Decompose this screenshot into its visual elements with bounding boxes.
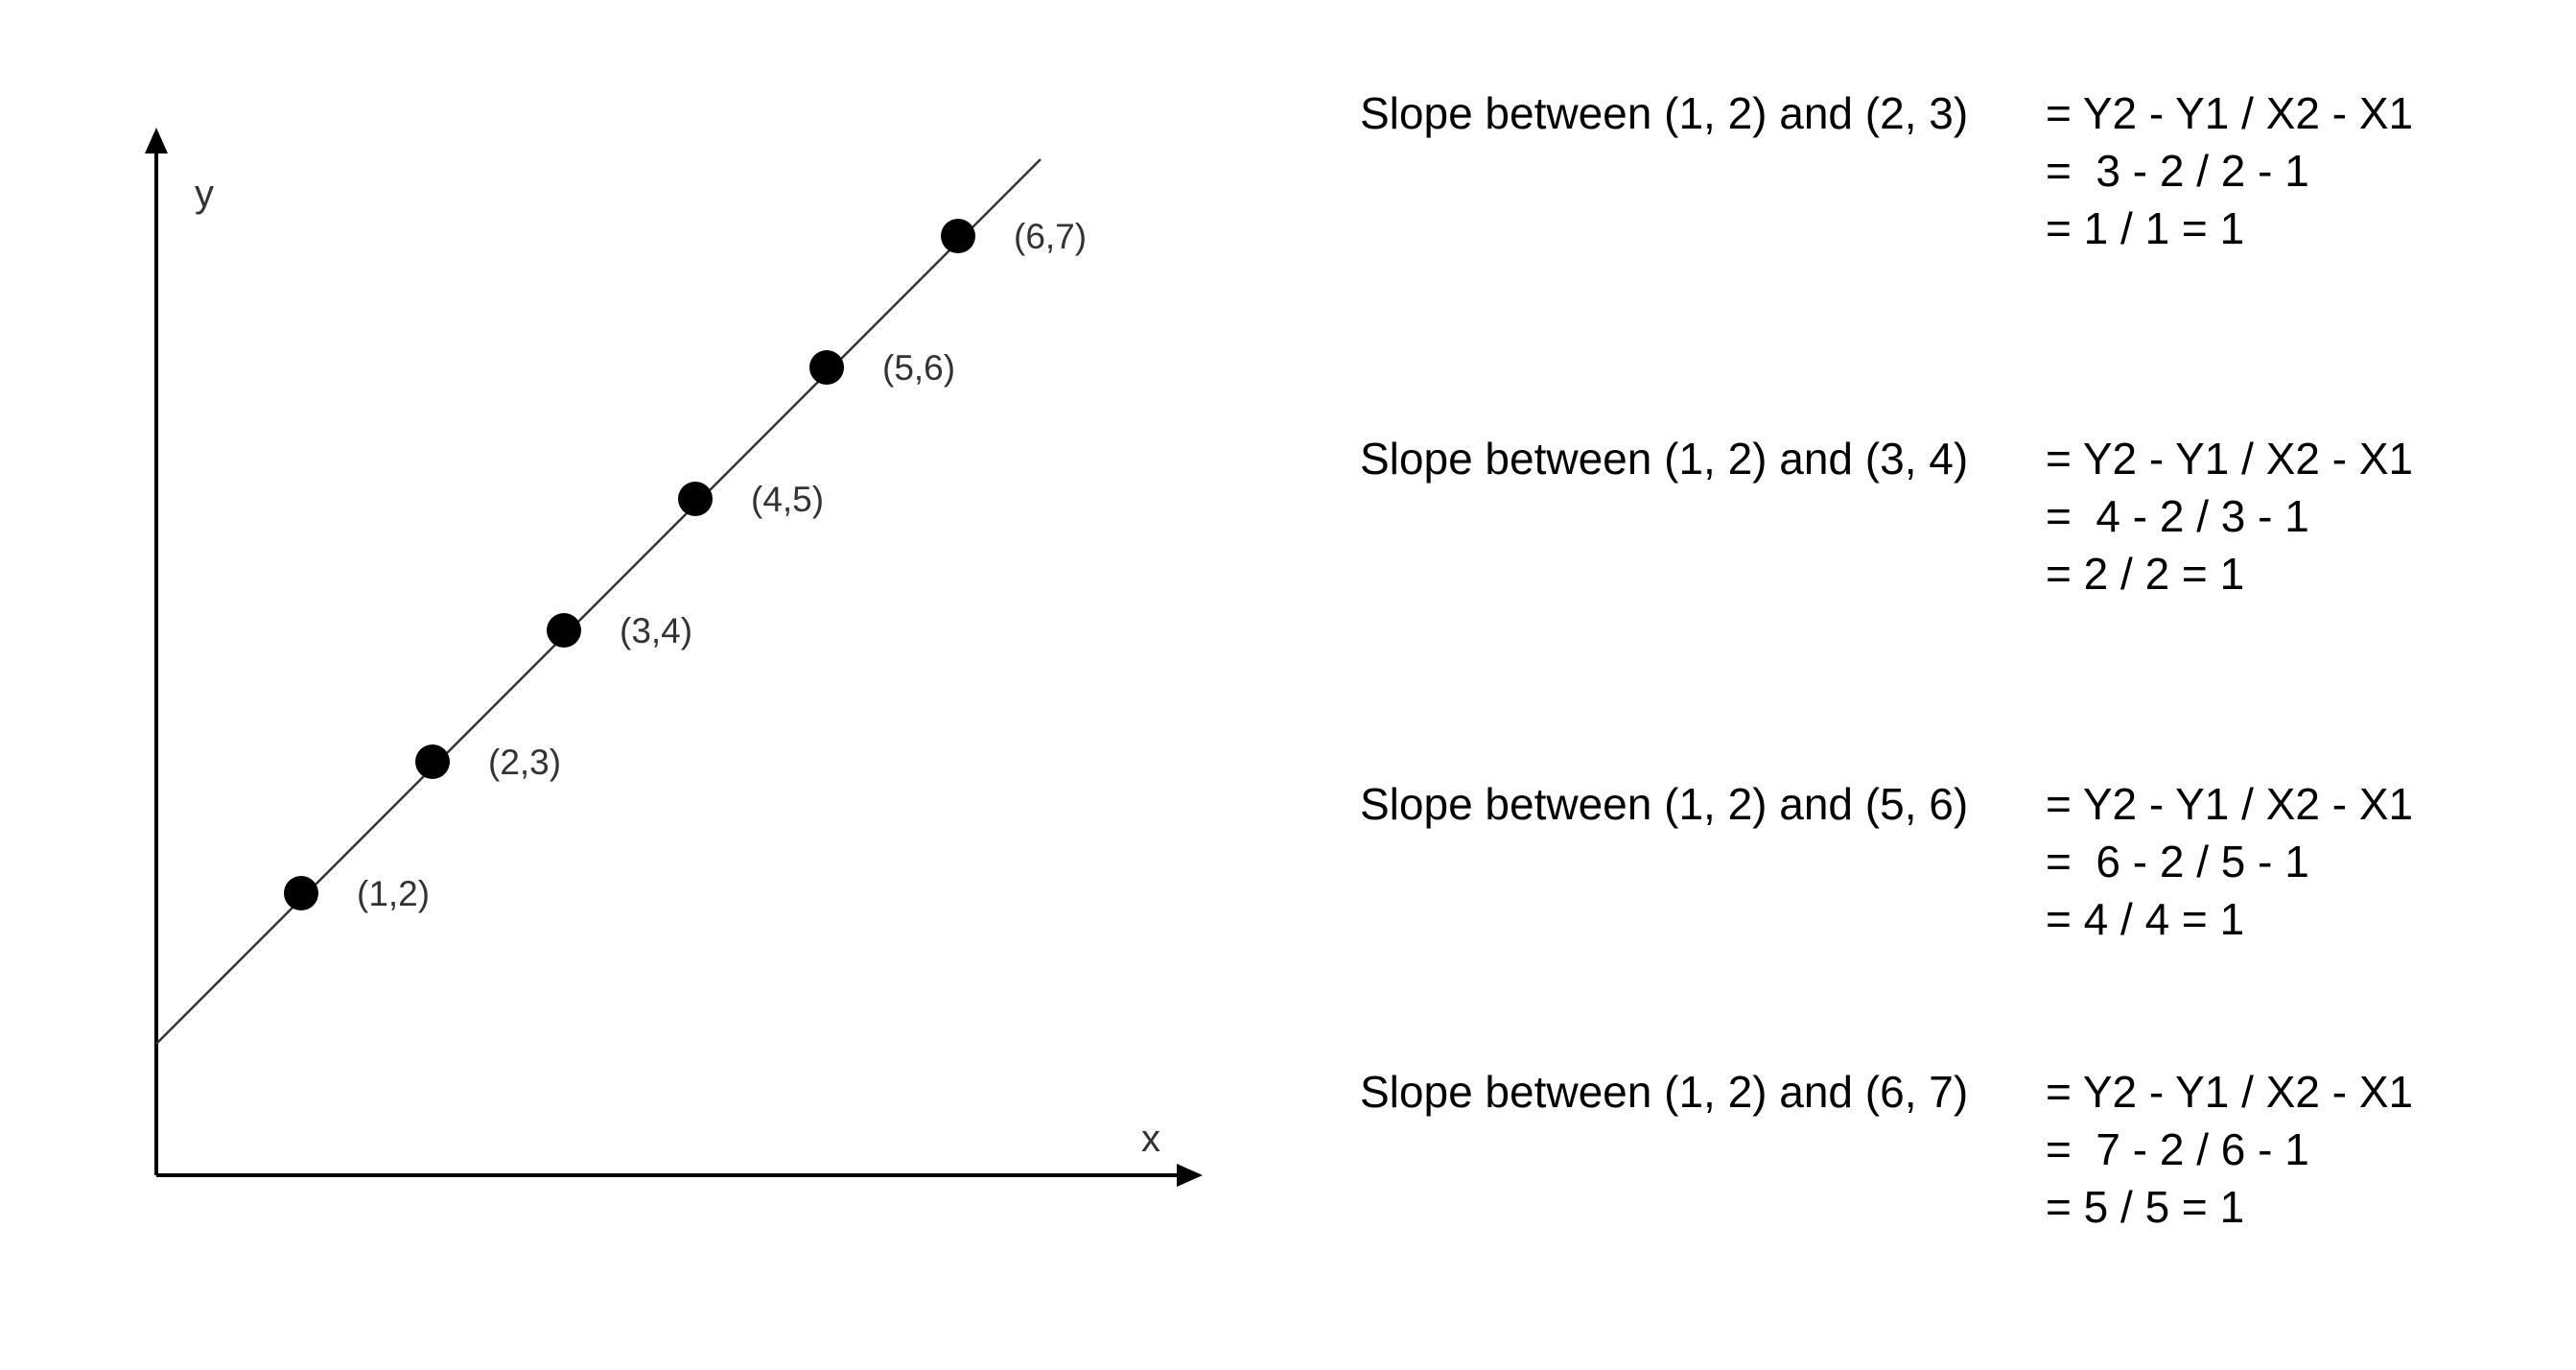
- slope-substitution: = 6 - 2 / 5 - 1: [2046, 837, 2309, 886]
- slope-formula: = Y2 - Y1 / X2 - X1: [2046, 88, 2414, 138]
- point-label: (2,3): [488, 743, 561, 782]
- slope-result: = 5 / 5 = 1: [2046, 1182, 2245, 1232]
- point-label: (1,2): [357, 874, 430, 913]
- slope-substitution: = 3 - 2 / 2 - 1: [2046, 146, 2309, 196]
- y-axis-arrowhead: [145, 128, 168, 154]
- slope-block: Slope between (1, 2) and (5, 6) = Y2 - Y…: [1360, 775, 2413, 948]
- trend-line: [155, 158, 1042, 1045]
- data-point: [678, 482, 713, 516]
- slope-block: Slope between (1, 2) and (6, 7) = Y2 - Y…: [1360, 1063, 2413, 1236]
- points-layer: (1,2) (2,3) (3,4) (4,5) (5,6) (6,7): [284, 217, 1087, 913]
- slope-label: Slope between (1, 2) and (3, 4): [1360, 434, 1969, 484]
- slope-label: Slope between (1, 2) and (6, 7): [1360, 1067, 1969, 1117]
- slope-label: Slope between (1, 2) and (5, 6): [1360, 779, 1969, 829]
- data-point: [809, 350, 844, 385]
- slope-formula: = Y2 - Y1 / X2 - X1: [2046, 1067, 2414, 1117]
- slope-label: Slope between (1, 2) and (2, 3): [1360, 88, 1969, 138]
- slope-formula: = Y2 - Y1 / X2 - X1: [2046, 779, 2414, 829]
- data-point: [941, 219, 975, 253]
- x-axis-arrowhead: [1177, 1164, 1203, 1187]
- slope-block: Slope between (1, 2) and (2, 3) = Y2 - Y…: [1360, 84, 2413, 257]
- slope-result: = 4 / 4 = 1: [2046, 894, 2245, 944]
- slope-formula: = Y2 - Y1 / X2 - X1: [2046, 434, 2414, 484]
- data-point: [547, 613, 581, 648]
- data-point: [284, 876, 318, 910]
- x-axis-label: x: [1141, 1118, 1160, 1160]
- slope-result: = 2 / 2 = 1: [2046, 549, 2245, 599]
- slope-substitution: = 4 - 2 / 3 - 1: [2046, 491, 2309, 541]
- slope-result: = 1 / 1 = 1: [2046, 203, 2245, 253]
- coordinate-plot: y x (1,2) (2,3) (3,4) (4,5) (5,6) (6,7): [145, 128, 1203, 1187]
- point-label: (3,4): [620, 611, 692, 650]
- point-label: (6,7): [1014, 217, 1087, 256]
- data-point: [415, 744, 450, 779]
- point-label: (4,5): [751, 480, 824, 519]
- slope-block: Slope between (1, 2) and (3, 4) = Y2 - Y…: [1360, 430, 2413, 602]
- point-label: (5,6): [882, 348, 955, 388]
- slope-substitution: = 7 - 2 / 6 - 1: [2046, 1124, 2309, 1174]
- y-axis-label: y: [195, 173, 214, 215]
